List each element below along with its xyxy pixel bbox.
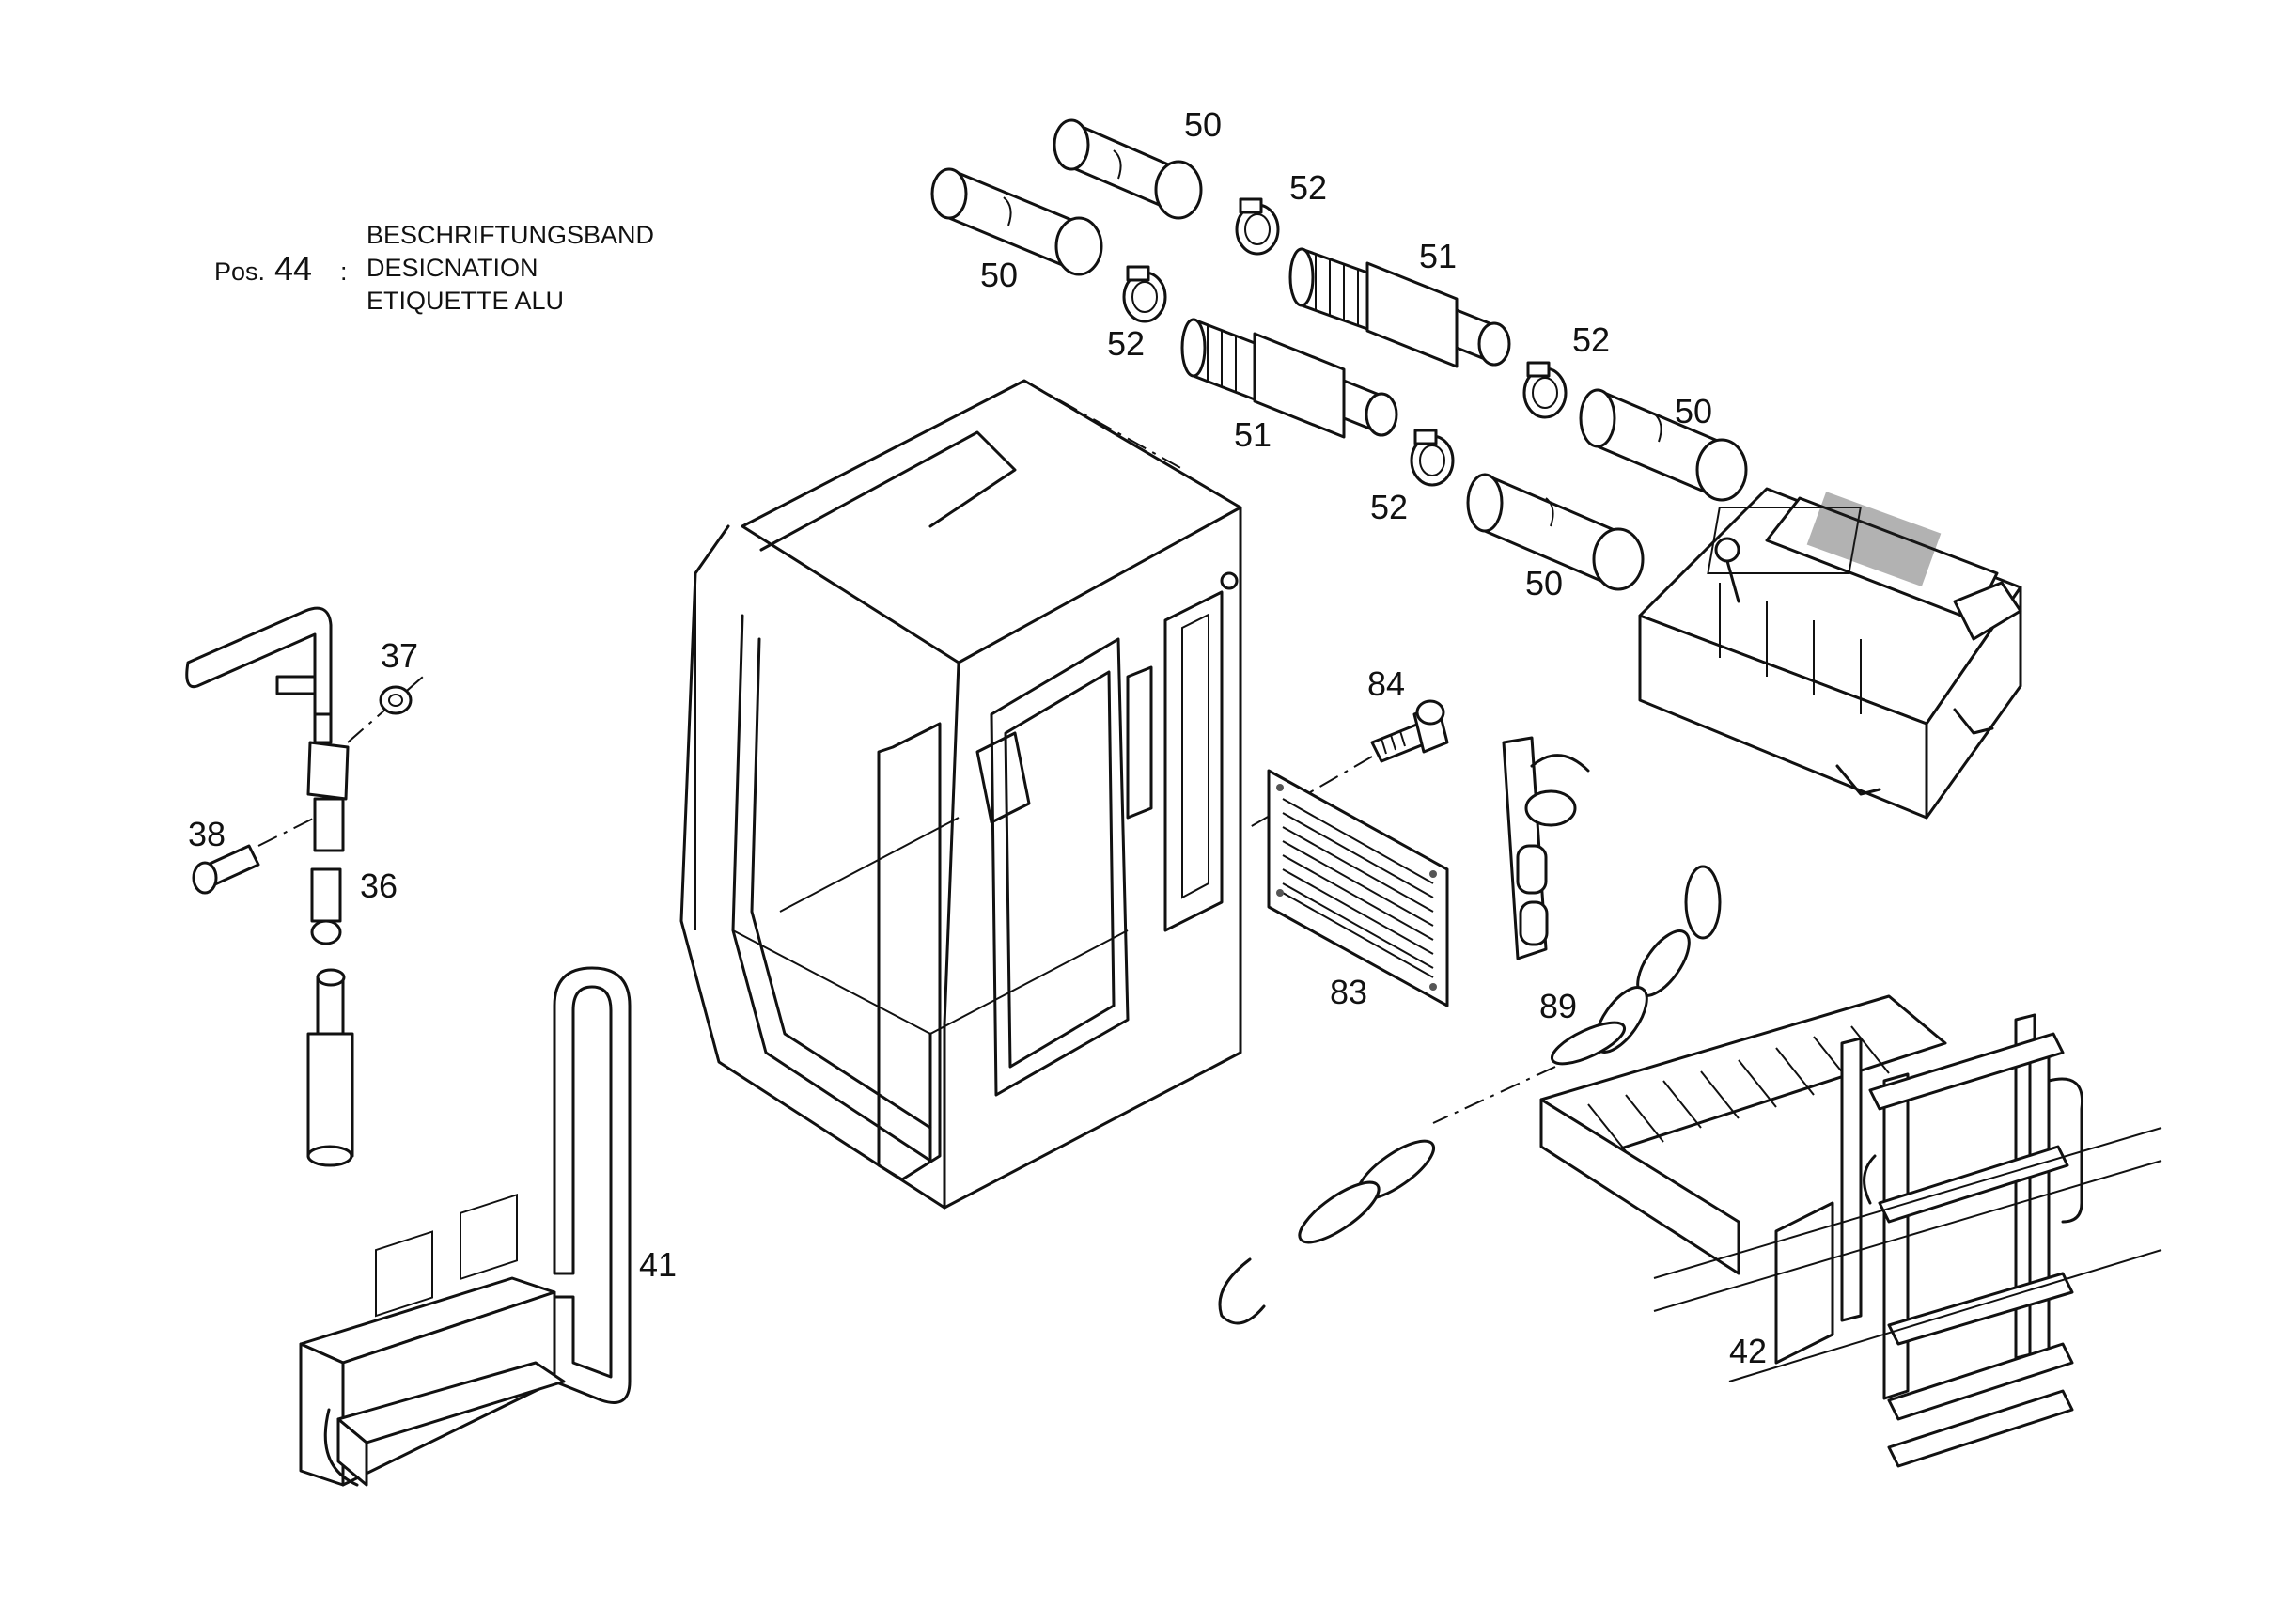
hose-sleeve-50-left	[930, 167, 1103, 276]
screw-84-axis	[1249, 756, 1373, 828]
legend-line-english: DESICNATION	[367, 254, 538, 282]
legend-line-german: BESCHRIFTUNGSBAND	[367, 221, 654, 249]
door-handle-assembly	[185, 606, 424, 1167]
label-50-top: 50	[1184, 105, 1222, 144]
chain-89	[1218, 865, 1722, 1325]
ladder-assembly-42	[1539, 994, 2162, 1468]
hose-clamp-52-b	[1122, 265, 1167, 323]
vent-grille-83	[1267, 769, 1449, 1007]
label-89: 89	[1539, 987, 1577, 1025]
part-labels: 50 50 50 50 51 51 52 52 52 52 37 38 36 4…	[188, 105, 1767, 1370]
label-41: 41	[639, 1245, 677, 1284]
label-37: 37	[381, 636, 418, 675]
label-42: 42	[1729, 1332, 1767, 1370]
label-52-c: 52	[1572, 320, 1610, 359]
label-38: 38	[188, 815, 226, 853]
cab-frame	[679, 379, 1242, 1210]
label-50-left: 50	[980, 256, 1018, 294]
latch-plate	[1502, 736, 1590, 960]
label-51-lower: 51	[1234, 415, 1272, 454]
label-50-right: 50	[1675, 392, 1712, 430]
step-with-handrail-41	[299, 966, 632, 1487]
label-51-upper: 51	[1419, 237, 1457, 275]
label-52-b: 52	[1107, 324, 1145, 363]
legend-pos-prefix: Pos.	[214, 258, 265, 286]
control-console	[1638, 487, 2022, 820]
label-50-lower: 50	[1525, 564, 1563, 602]
legend-separator: :	[340, 258, 348, 286]
label-52-d: 52	[1370, 488, 1408, 526]
hose-sleeve-50-lower	[1466, 473, 1645, 591]
legend-pos-44: Pos. 44 : BESCHRIFTUNGSBAND DESICNATION …	[214, 221, 654, 315]
label-52-a: 52	[1289, 168, 1327, 207]
legend-line-french: ETIQUETTE ALU	[367, 287, 564, 315]
legend-pos-number: 44	[274, 249, 312, 288]
screw-84	[1370, 699, 1449, 763]
hose-clamp-52-a	[1235, 197, 1280, 256]
hose-sleeve-50-right	[1579, 388, 1748, 502]
hose-adapter-51-lower	[1180, 318, 1398, 439]
hose-clamp-52-d	[1410, 429, 1455, 487]
hose-sleeve-50-top	[1053, 118, 1203, 220]
label-36: 36	[360, 867, 398, 905]
label-83: 83	[1330, 973, 1367, 1011]
label-84: 84	[1367, 664, 1405, 703]
hose-adapter-51-upper	[1288, 247, 1511, 368]
hose-clamp-52-c	[1522, 361, 1568, 419]
